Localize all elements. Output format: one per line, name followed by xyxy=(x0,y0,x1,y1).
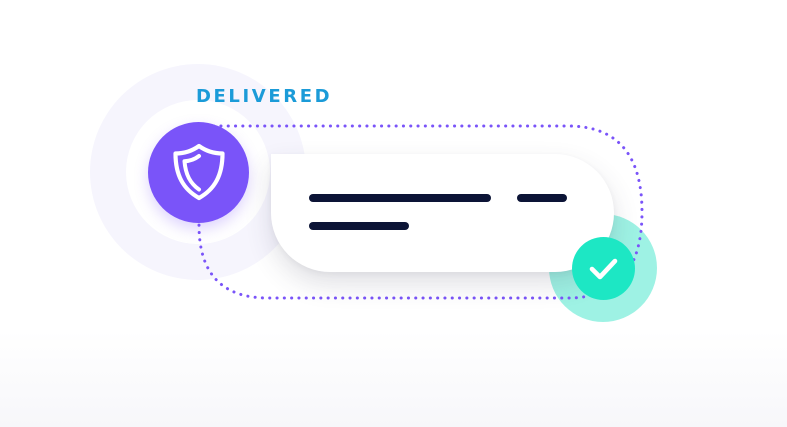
shield-icon xyxy=(173,143,225,201)
shield-badge xyxy=(148,122,249,223)
delivered-label: DELIVERED xyxy=(196,86,333,107)
check-badge xyxy=(572,237,635,300)
message-card xyxy=(271,154,614,272)
checkmark-icon xyxy=(589,258,618,280)
message-text-line xyxy=(517,194,567,202)
message-text-line xyxy=(309,194,491,202)
message-text-line xyxy=(309,222,409,230)
background-fade xyxy=(0,330,787,427)
